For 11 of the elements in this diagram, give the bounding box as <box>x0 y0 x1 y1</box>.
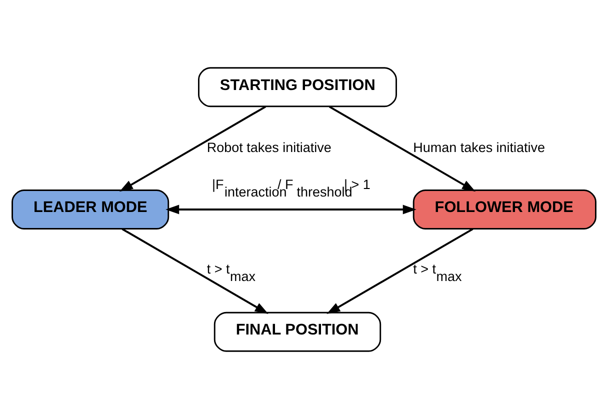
arrow <box>119 106 266 192</box>
arrow <box>122 228 268 314</box>
edge-label: Robot takes initiative <box>206 140 332 155</box>
node-box: LEADER MODE <box>12 190 170 230</box>
node-box: STARTING POSITION <box>198 67 397 108</box>
arrow <box>166 204 416 214</box>
arrow <box>328 106 476 192</box>
arrow <box>326 228 474 314</box>
edge-label: Human takes initiative <box>413 140 546 155</box>
node-box: FINAL POSITION <box>214 312 382 352</box>
node-box: FOLLOWER MODE <box>412 190 596 230</box>
